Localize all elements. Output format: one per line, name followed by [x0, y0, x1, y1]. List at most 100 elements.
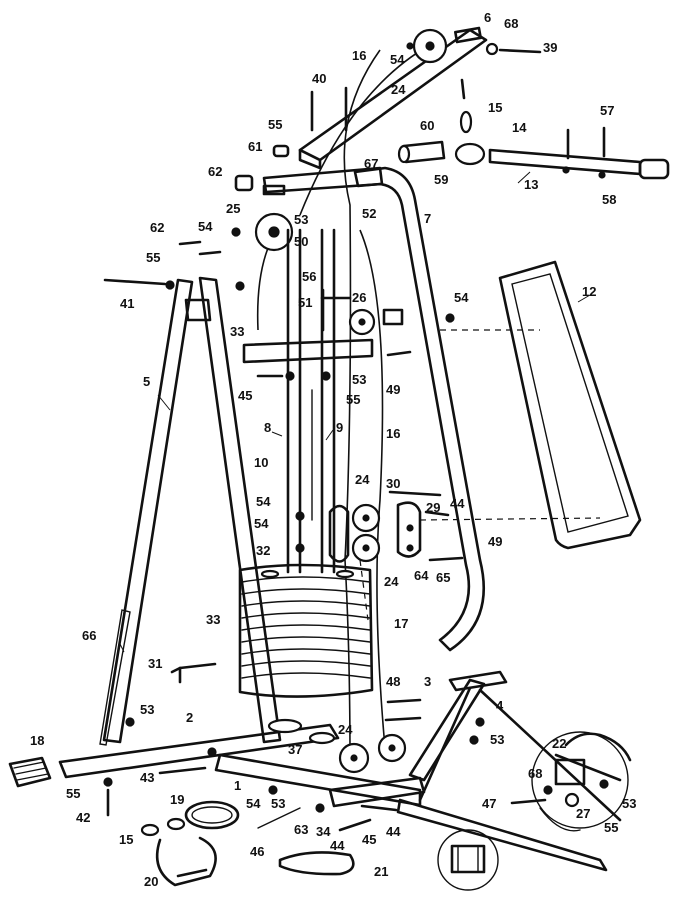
callout-68-inset: 68 — [528, 766, 542, 781]
callout-65: 65 — [436, 570, 450, 585]
callout-24-top: 24 — [391, 82, 406, 97]
callout-14: 14 — [512, 120, 527, 135]
callout-51: 51 — [298, 295, 312, 310]
callout-68-top: 68 — [504, 16, 518, 31]
snap-hooks — [140, 78, 473, 837]
callout-55-frame: 55 — [146, 250, 160, 265]
callout-43: 43 — [140, 770, 154, 785]
left-a-frame — [99, 276, 282, 746]
pulley-plates — [328, 501, 422, 563]
callout-24-plate-lower: 24 — [384, 574, 399, 589]
callout-33-upper: 33 — [230, 324, 244, 339]
callout-32: 32 — [256, 543, 270, 558]
callout-18: 18 — [30, 733, 44, 748]
callout-55-inset: 55 — [604, 820, 618, 835]
callout-45-base: 45 — [362, 832, 376, 847]
leader-lines — [119, 171, 591, 653]
callout-42: 42 — [76, 810, 90, 825]
top-boom — [298, 26, 488, 170]
callout-1: 1 — [234, 778, 241, 793]
callout-26: 26 — [352, 290, 366, 305]
callout-44-plate: 44 — [450, 496, 465, 511]
callout-33-stack: 33 — [206, 612, 220, 627]
callout-10: 10 — [254, 455, 268, 470]
callout-49-plate: 49 — [488, 534, 502, 549]
callout-34: 34 — [316, 824, 331, 839]
callout-21: 21 — [374, 864, 388, 879]
callout-63: 63 — [294, 822, 308, 837]
callout-37: 37 — [288, 742, 302, 757]
callout-24-base: 24 — [338, 722, 353, 737]
detail-inset — [531, 731, 632, 832]
callout-12: 12 — [582, 284, 596, 299]
accessories — [8, 756, 355, 887]
part-callouts: 1 2 3 4 5 6 7 8 9 10 12 13 14 15 15 16 1… — [30, 10, 636, 889]
callout-15-top: 15 — [488, 100, 502, 115]
callout-6: 6 — [484, 10, 491, 25]
callout-15-bottom: 15 — [119, 832, 133, 847]
callout-25: 25 — [226, 201, 240, 216]
bracket-inset — [437, 829, 499, 891]
callout-3: 3 — [424, 674, 431, 689]
callout-64: 64 — [414, 568, 429, 583]
callout-30: 30 — [386, 476, 400, 491]
callout-47: 47 — [482, 796, 496, 811]
callout-46: 46 — [250, 844, 264, 859]
seat-pad — [498, 260, 642, 550]
callout-57: 57 — [600, 103, 614, 118]
callout-53-right: 53 — [490, 732, 504, 747]
callout-54-pulley: 54 — [198, 219, 213, 234]
callout-16-top: 16 — [352, 48, 366, 63]
callout-53-base: 53 — [271, 796, 285, 811]
bolts — [103, 42, 606, 832]
callout-45-upper: 45 — [238, 388, 252, 403]
callout-54-top: 54 — [390, 52, 405, 67]
callout-31: 31 — [148, 656, 162, 671]
callout-54-base: 54 — [246, 796, 261, 811]
callout-27: 27 — [576, 806, 590, 821]
callout-39: 39 — [543, 40, 557, 55]
callout-13: 13 — [524, 177, 538, 192]
callout-67: 67 — [364, 156, 378, 171]
callout-22: 22 — [552, 736, 566, 751]
pulleys — [254, 28, 448, 774]
main-column — [262, 166, 486, 652]
callout-44-base-right: 44 — [386, 824, 401, 839]
callout-16-mid: 16 — [386, 426, 400, 441]
callout-66: 66 — [82, 628, 96, 643]
callout-48: 48 — [386, 674, 400, 689]
callout-54-plate-b: 54 — [254, 516, 269, 531]
callout-5: 5 — [143, 374, 150, 389]
callout-55-top: 55 — [268, 117, 282, 132]
callout-7: 7 — [424, 211, 431, 226]
callout-8: 8 — [264, 420, 271, 435]
guide-rods — [242, 228, 374, 574]
callout-41: 41 — [120, 296, 134, 311]
callout-58: 58 — [602, 192, 616, 207]
callout-54-right: 54 — [454, 290, 469, 305]
callout-40: 40 — [312, 71, 326, 86]
callout-54-plate-a: 54 — [256, 494, 271, 509]
callout-20: 20 — [144, 874, 158, 889]
callout-56: 56 — [302, 269, 316, 284]
callout-62-top: 62 — [208, 164, 222, 179]
callout-9: 9 — [336, 420, 343, 435]
callout-4: 4 — [496, 698, 504, 713]
callout-60: 60 — [420, 118, 434, 133]
callout-52: 52 — [362, 206, 376, 221]
callout-53-top: 53 — [294, 212, 308, 227]
base-frame — [58, 670, 622, 872]
callout-19: 19 — [170, 792, 184, 807]
callout-24-plate-upper: 24 — [355, 472, 370, 487]
callout-62-lower: 62 — [150, 220, 164, 235]
callout-55-stack: 55 — [346, 392, 360, 407]
callout-2: 2 — [186, 710, 193, 725]
lat-bar — [397, 140, 670, 180]
callout-53-frame: 53 — [140, 702, 154, 717]
callout-55-foot: 55 — [66, 786, 80, 801]
callout-53-inset: 53 — [622, 796, 636, 811]
weight-stack — [170, 563, 374, 698]
callout-61: 61 — [248, 139, 262, 154]
callout-53-stack: 53 — [352, 372, 366, 387]
